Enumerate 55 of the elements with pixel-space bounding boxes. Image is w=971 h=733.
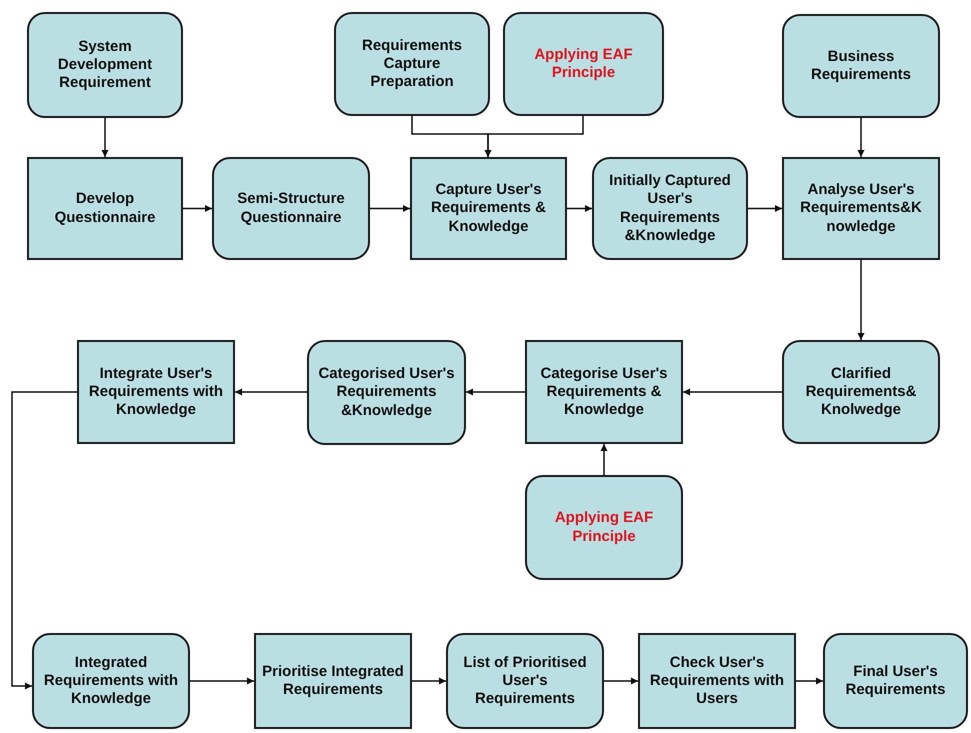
process-box bbox=[638, 633, 796, 729]
arrow bbox=[796, 678, 823, 684]
arrow bbox=[858, 260, 864, 340]
arrow bbox=[11, 391, 77, 690]
box-label: Business Requirements bbox=[810, 48, 912, 84]
box-label: Clarified Requirements& Knolwedge bbox=[804, 364, 918, 420]
process-box bbox=[77, 340, 235, 444]
box-label: Requirements Capture Preparation bbox=[360, 36, 464, 92]
box-label: Capture User's Requirements & Knowledge bbox=[430, 181, 548, 236]
box-label: Semi-Structure Questionnaire bbox=[236, 190, 346, 227]
box-label: Final User's Requirements bbox=[844, 662, 947, 700]
box-label: Prioritise Integrated Requirements bbox=[262, 662, 404, 700]
box-label: Applying EAF Principle bbox=[533, 46, 634, 82]
box-label: Analyse User's Requirements&K nowledge bbox=[799, 181, 923, 236]
box-label: Categorised User's Requirements &Knowledge bbox=[317, 365, 456, 420]
process-box bbox=[782, 157, 940, 260]
rounded-box bbox=[782, 14, 940, 118]
arrow bbox=[748, 205, 782, 212]
box-label: Develop Questionnaire bbox=[54, 190, 156, 227]
arrow bbox=[604, 678, 638, 684]
arrow bbox=[370, 205, 410, 212]
process-box bbox=[27, 157, 183, 260]
rounded-box bbox=[27, 12, 183, 118]
rounded-box bbox=[503, 12, 664, 116]
arrow bbox=[683, 388, 782, 396]
box-label: System Development Requirement bbox=[56, 38, 154, 92]
arrow bbox=[412, 678, 446, 684]
rounded-box bbox=[212, 157, 370, 260]
box-label: Categorise User's Requirements & Knowledge bbox=[540, 364, 668, 420]
arrow bbox=[466, 388, 525, 396]
process-box bbox=[525, 340, 683, 444]
arrow bbox=[484, 116, 584, 157]
arrow bbox=[190, 678, 254, 684]
rounded-box bbox=[334, 12, 490, 116]
box-label: Integrate User's Requirements with Knowledge bbox=[88, 364, 224, 420]
box-label: Integrated Requirements with Knowledge bbox=[42, 654, 180, 708]
arrow bbox=[567, 205, 592, 212]
rounded-box bbox=[32, 633, 190, 729]
arrow bbox=[858, 118, 864, 157]
arrow bbox=[102, 118, 108, 157]
rounded-box bbox=[307, 340, 466, 445]
arrow bbox=[235, 388, 307, 396]
process-box bbox=[410, 157, 567, 260]
box-label: Initially Captured User's Requirements &Knowledge bbox=[608, 172, 732, 246]
arrow bbox=[183, 205, 212, 212]
rounded-box bbox=[446, 633, 604, 729]
box-label: Applying EAF Principle bbox=[554, 509, 654, 546]
rounded-box bbox=[823, 633, 968, 729]
rounded-box bbox=[525, 475, 683, 580]
arrow bbox=[600, 444, 608, 475]
process-box bbox=[254, 633, 412, 729]
rounded-box bbox=[592, 157, 748, 260]
box-label: Check User's Requirements with Users bbox=[648, 654, 786, 708]
rounded-box bbox=[782, 340, 940, 444]
box-label: List of Prioritised User's Requirements bbox=[462, 654, 588, 708]
